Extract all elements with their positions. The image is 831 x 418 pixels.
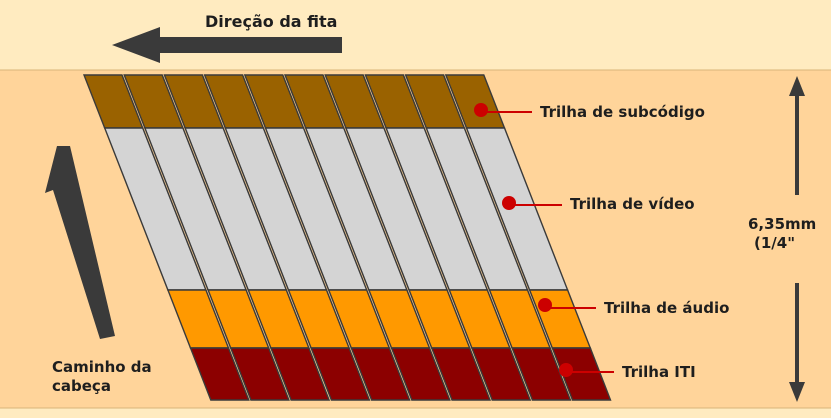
- track-segment-iti: [350, 347, 411, 401]
- callout-video: Trilha de vídeo: [502, 195, 695, 213]
- track-segment-iti: [390, 347, 451, 401]
- track-segment-iti: [229, 347, 290, 401]
- callout-audio: Trilha de áudio: [538, 298, 729, 317]
- tape-width-label: 6,35mm: [748, 215, 816, 233]
- callout-dot: [559, 363, 573, 377]
- width-arrow-down-head: [789, 382, 805, 402]
- track-segment-iti: [189, 347, 250, 401]
- track-segment-iti: [551, 347, 612, 401]
- width-arrow-up-shaft: [795, 95, 799, 195]
- track-segment-iti: [470, 347, 532, 401]
- callout-subcode: Trilha de subcódigo: [474, 103, 705, 121]
- track-segment-iti: [310, 347, 371, 401]
- subcode-track-label: Trilha de subcódigo: [540, 103, 705, 121]
- callout-dot: [502, 196, 516, 210]
- track-segment-iti: [269, 347, 331, 401]
- video-track-label: Trilha de vídeo: [570, 195, 695, 213]
- audio-track-label: Trilha de áudio: [604, 299, 729, 317]
- head-path-label-line2: cabeça: [52, 377, 111, 395]
- head-path-arrow: [45, 146, 115, 339]
- track-stripes: [82, 74, 612, 401]
- callout-dot: [538, 298, 552, 312]
- track-segment-iti: [430, 347, 492, 401]
- callout-iti: Trilha ITI: [559, 363, 696, 381]
- tape-direction-arrow: [112, 27, 342, 63]
- iti-track-label: Trilha ITI: [622, 363, 696, 381]
- callout-dot: [474, 103, 488, 117]
- width-arrow-down-shaft: [795, 283, 799, 383]
- width-arrow-up-head: [789, 76, 805, 96]
- tape-width-inches: (1/4": [754, 234, 795, 252]
- tape-direction-label: Direção da fita: [205, 12, 337, 31]
- head-path-label-line1: Caminho da: [52, 358, 152, 376]
- track-segment-iti: [511, 347, 572, 401]
